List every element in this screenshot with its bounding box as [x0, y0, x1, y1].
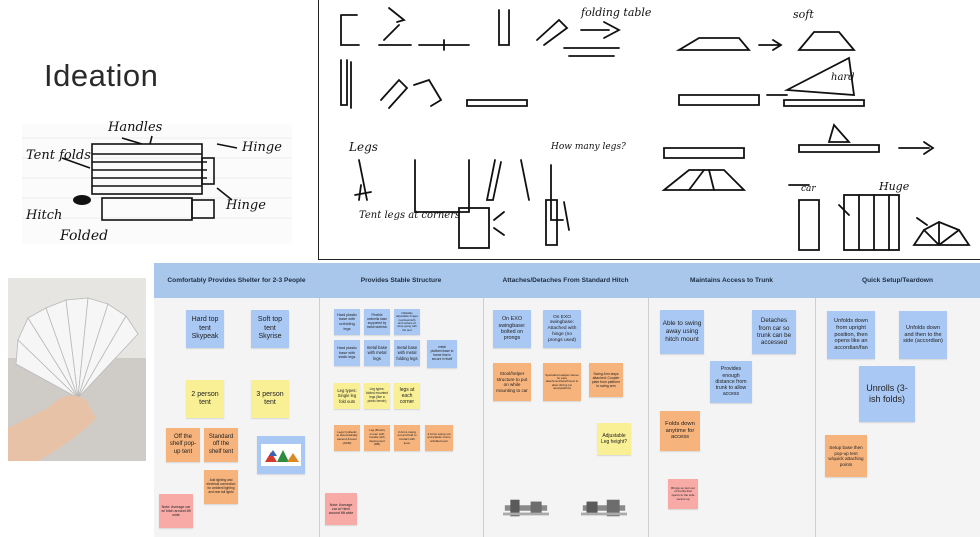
sticky-note: Leg types: folded mounted legs (like a p…: [364, 383, 390, 409]
label-folded: Folded: [60, 228, 109, 244]
sticky-note: Soft top tent Skyrise: [251, 310, 289, 348]
label-hitch: Hitch: [26, 208, 63, 223]
sticky-note: Brings up tent out of trunks that opens …: [668, 479, 698, 509]
label-how-many-legs: How many legs?: [551, 142, 626, 152]
sticky-note: Leg types: Single leg fold outs: [334, 383, 360, 409]
sketch-whiteboard: folding table Legs How many legs? Tent l…: [318, 0, 980, 260]
column-header: Provides Stable Structure: [319, 263, 483, 298]
column-header: Maintains Access to Trunk: [648, 263, 815, 298]
sticky-note: 2 Arms swing out and plastic mat is unfo…: [425, 425, 453, 451]
sticky-note: Provides enough distance from trunk to a…: [710, 361, 752, 403]
label-huge: Huge: [879, 180, 910, 193]
sticky-note: Able to swing away using hitch mount: [660, 310, 704, 354]
fan-fold-photo: [8, 278, 146, 461]
label-hard: hard: [831, 72, 855, 83]
sticky-note: 2 person tent: [186, 380, 224, 418]
sticky-note: Off the shelf pop-up tent: [166, 428, 200, 462]
tent-image-note: [257, 436, 305, 474]
sticky-note: Detaches from car so trunk can be access…: [752, 310, 796, 354]
label-hinge-2: Hinge: [226, 198, 266, 213]
sticky-note: Note: Average car w/ hitch around 6ft wi…: [325, 493, 357, 525]
sticky-note: Standard off the shelf tent: [204, 428, 238, 462]
sticky-note: Legs hydraulic to automatically ascend &…: [334, 425, 360, 451]
sticky-note: Adjustable Leg height?: [597, 423, 631, 455]
tent-fold-sketch: Handles Tent folds Hinge Hitch Hinge Fol…: [22, 118, 292, 248]
sticky-note: Leg (Brush) corner with handle with depl…: [364, 425, 390, 451]
column-header: Attaches/Detaches From Standard Hitch: [483, 263, 648, 298]
label-handles: Handles: [108, 120, 163, 135]
sticky-note: On EXO swingbase: bolted on prongs: [493, 310, 531, 348]
label-tent-folds: Tent folds: [26, 148, 91, 163]
label-hinge: Hinge: [242, 140, 282, 155]
sticky-note: Hard plastic base with static legs: [334, 340, 360, 366]
sticky-note: Hard top tent Skypeak: [186, 310, 224, 348]
sticky-note: On EXO swingbase: Attached with hinge (n…: [543, 310, 581, 348]
sticky-note: Folds down anytime for access: [660, 411, 700, 451]
affinity-board: Comfortably Provides Shelter for 2-3 Peo…: [154, 263, 980, 537]
label-folding-table: folding table: [581, 6, 652, 19]
sticky-note: Unfolds down and then to the side (accor…: [899, 311, 947, 359]
sticky-note: Swing Arm stays attached; Coupler plate …: [589, 363, 623, 397]
hitch-image: [501, 493, 551, 523]
label-car: car: [801, 184, 816, 194]
column-shelter: Comfortably Provides Shelter for 2-3 Peo…: [154, 263, 320, 537]
column-structure: Provides Stable Structure Hard plastic b…: [319, 263, 484, 537]
sticky-note: 3 person tent: [251, 380, 289, 418]
sticky-note: Inflatable adjustable hinges (up/down/le…: [394, 309, 420, 335]
label-legs: Legs: [349, 140, 378, 154]
sticky-note: metal base with metal folding legs: [394, 340, 420, 366]
sticky-note: 2 Arms swing out and fold to contact wit…: [394, 425, 420, 451]
sticky-note: Flexible umbrella base supported by meta…: [364, 309, 390, 335]
sticky-note: Specialized adapter sleeve for easy atta…: [543, 363, 581, 401]
label-tent-legs-corners: Tent legs at corners: [359, 210, 461, 221]
column-header: Quick Setup/Teardown: [815, 263, 980, 298]
column-setup: Quick Setup/Teardown Unfolds down from u…: [815, 263, 980, 537]
column-hitch: Attaches/Detaches From Standard Hitch On…: [483, 263, 649, 537]
sticky-note: Stool/helper structure to put on while m…: [493, 363, 531, 401]
hitch-image: [579, 493, 629, 523]
sticky-note: metal base with metal legs: [364, 340, 390, 366]
sticky-note: legs at each corner: [394, 383, 420, 409]
sticky-note: Unrolls (3-ish folds): [859, 366, 915, 422]
sticky-note: metal platform/base to frame that is sec…: [427, 340, 457, 368]
sticky-note: Unfolds down from upright position, then…: [827, 311, 875, 359]
column-trunk: Maintains Access to Trunk Able to swing …: [648, 263, 816, 537]
sticky-note: Add lighting and electrical connection f…: [204, 470, 238, 504]
sticky-note: Hard plastic base with unfolding legs: [334, 309, 360, 335]
sticky-note: Setup base then pop-up tent w/quick atta…: [825, 435, 867, 477]
page-title: Ideation: [44, 58, 159, 93]
column-header: Comfortably Provides Shelter for 2-3 Peo…: [154, 263, 319, 298]
sticky-note: Note: Average car w/ hitch around 6ft wi…: [159, 494, 193, 528]
label-soft: soft: [793, 8, 814, 21]
